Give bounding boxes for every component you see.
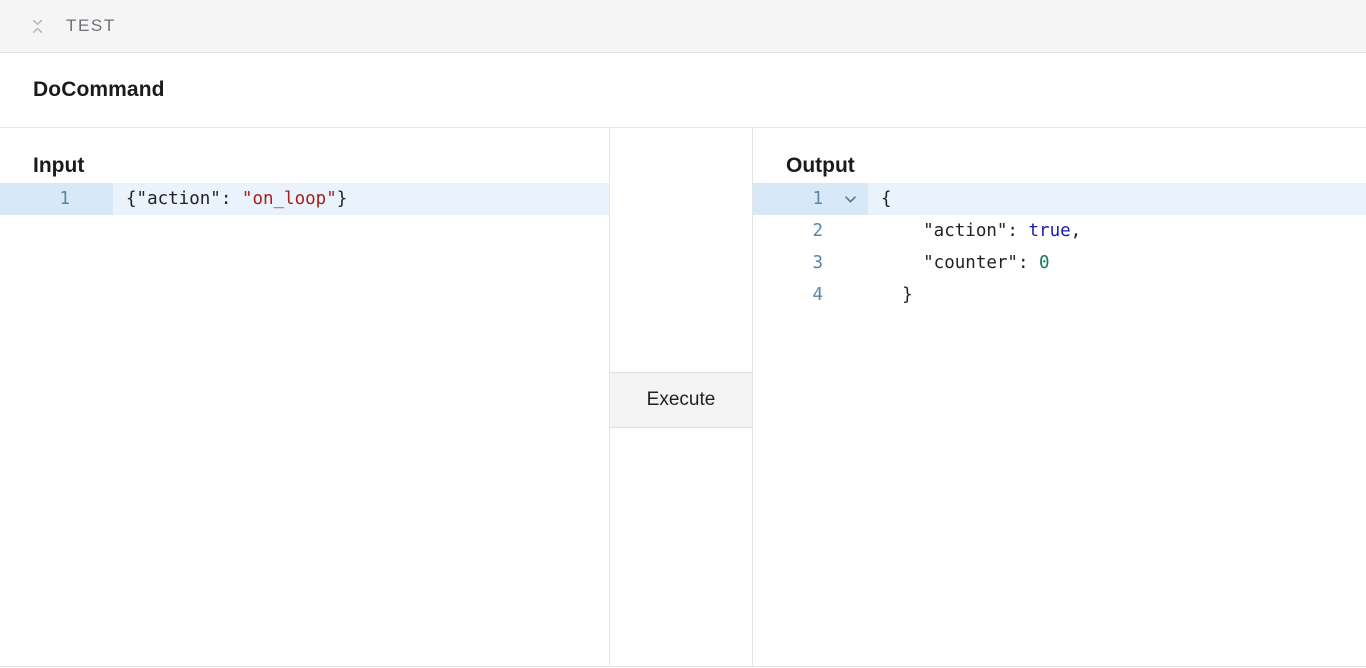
token-bool: true [1028, 221, 1071, 241]
chevron-up-icon [32, 27, 42, 33]
command-header: DoCommand [0, 53, 1366, 128]
line-number: 3 [812, 253, 823, 273]
execute-button[interactable]: Execute [610, 372, 752, 428]
line-number: 2 [812, 221, 823, 241]
code-text: "action": true, [868, 215, 1366, 247]
input-heading: Input [33, 154, 85, 177]
token-punct: } [336, 189, 348, 209]
code-text: { [868, 183, 1366, 215]
action-panel: Execute [609, 128, 753, 666]
test-panel-header: TEST [0, 0, 1366, 53]
token-punct: "action": [881, 221, 1029, 241]
code-line[interactable]: 4 } [753, 279, 1366, 311]
collapse-icon[interactable] [28, 15, 46, 37]
fold-chevron-down-icon[interactable] [844, 183, 856, 215]
page-title: DoCommand [33, 78, 165, 101]
token-punct: } [881, 285, 913, 305]
token-punct: { [881, 189, 892, 209]
token-punct: {"action": [126, 189, 242, 209]
code-line[interactable]: 1{"action": "on_loop"} [0, 183, 609, 215]
input-editor[interactable]: 1{"action": "on_loop"} [0, 183, 609, 215]
code-line[interactable]: 2 "action": true, [753, 215, 1366, 247]
chevron-down-icon [32, 19, 42, 25]
line-number: 1 [0, 183, 113, 215]
token-punct: , [1070, 221, 1082, 241]
output-panel: Output 1{2 "action": true,3 "counter": 0… [753, 128, 1366, 666]
code-line[interactable]: 1{ [753, 183, 1366, 215]
token-str: "on_loop" [241, 189, 337, 209]
token-num: 0 [1039, 253, 1050, 273]
code-text: "counter": 0 [868, 247, 1366, 279]
action-spacer [610, 128, 752, 372]
code-text: {"action": "on_loop"} [113, 183, 609, 215]
test-label: TEST [66, 16, 116, 35]
output-heading: Output [786, 154, 855, 177]
line-number: 1 [753, 183, 868, 215]
token-punct: "counter": [881, 253, 1040, 273]
line-number: 4 [812, 285, 823, 305]
code-line[interactable]: 3 "counter": 0 [753, 247, 1366, 279]
command-body: Input 1{"action": "on_loop"} Execute Out… [0, 128, 1366, 667]
code-text: } [868, 279, 1366, 311]
input-panel: Input 1{"action": "on_loop"} [0, 128, 609, 666]
